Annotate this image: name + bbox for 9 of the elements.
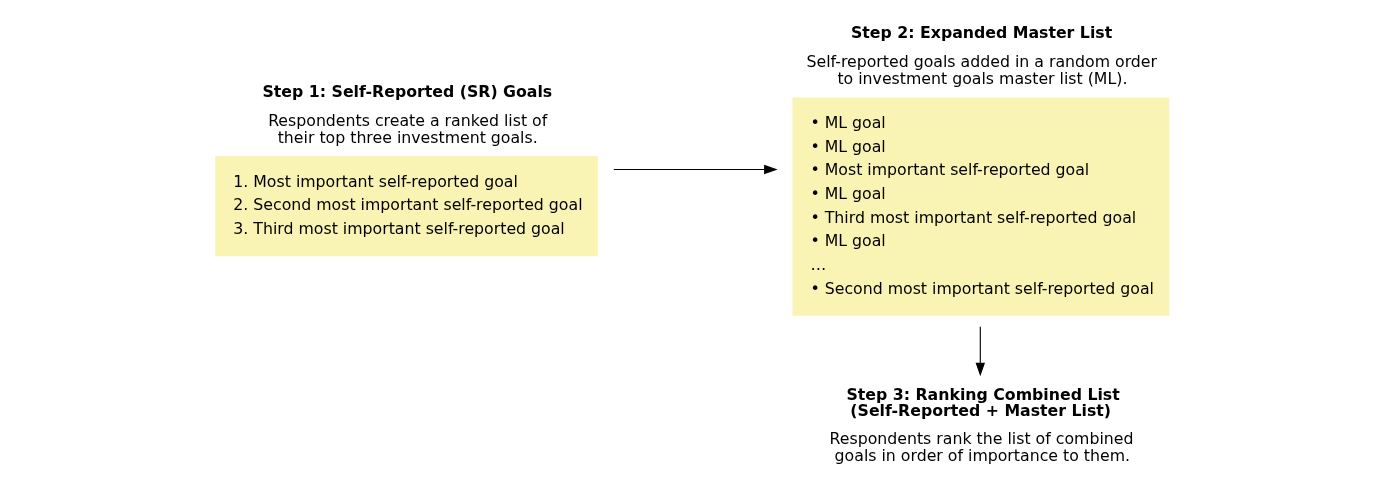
node-label: Step 2: Expanded Master List — [850, 23, 1113, 43]
node-label: Self-reported goals added in a random order to investment goals master list (ML). — [806, 52, 1158, 89]
node-box: • ML goal • ML goal • Most important self-reported goal • ML goal • Third most important self-reported goal • ML goal … • Second most important self-reported goal — [792, 97, 1170, 316]
node-label: Step 1: Self-Reported (SR) Goals — [262, 81, 553, 101]
node-box: 1. Most important self-reported goal 2. Second most important self-reported goal 3. Third most important self-reported goal — [215, 156, 598, 257]
node-label: Respondents create a ranked list of their top three investment goals. — [268, 110, 548, 147]
node-text: Step 3: Ranking Combined List (Self-Reported + Master List) Respondents rank the list of combined goals in order of importance to them. — [829, 384, 1134, 465]
arrow — [613, 164, 778, 175]
arrow — [975, 326, 986, 377]
